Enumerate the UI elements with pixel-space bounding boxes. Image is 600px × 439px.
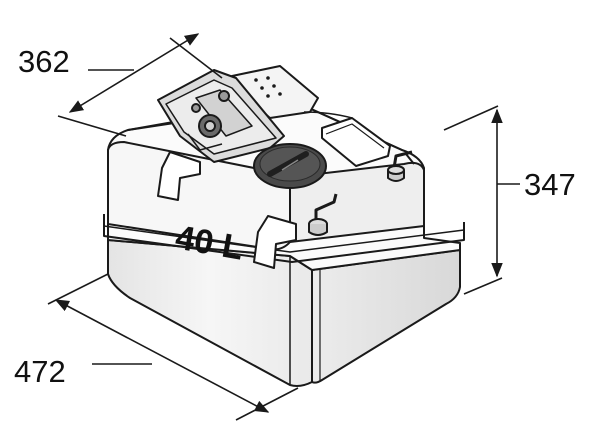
width-dimension-label: 472 — [14, 354, 66, 389]
depth-extension-right — [169, 37, 223, 79]
height-extension-bottom — [463, 277, 503, 295]
right-strap-clip — [253, 215, 297, 269]
tank-rim — [103, 214, 465, 263]
height-dimension-label: 347 — [524, 167, 576, 202]
height-extension-top — [443, 105, 499, 131]
fitting-icon — [308, 150, 415, 236]
arrow-icon — [68, 33, 200, 113]
left-strap-clip — [157, 151, 201, 201]
dimension-lines — [47, 33, 520, 421]
tank-side-face — [311, 249, 461, 384]
width-extension-right — [235, 387, 299, 421]
tank — [103, 65, 465, 387]
width-extension-left — [47, 273, 109, 305]
arrow-icon — [54, 299, 270, 413]
cap-icon — [253, 143, 327, 189]
depth-extension-left — [57, 115, 127, 137]
depth-dimension-label: 362 — [18, 44, 70, 79]
